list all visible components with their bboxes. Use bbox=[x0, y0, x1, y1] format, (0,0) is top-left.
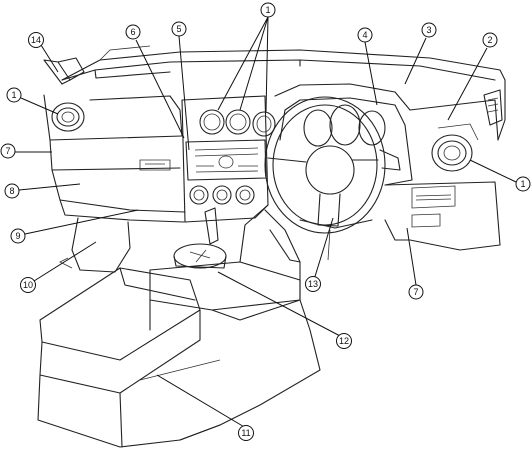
callout-14: 14 bbox=[28, 32, 44, 48]
callout-2: 2 bbox=[482, 32, 498, 48]
callout-4: 4 bbox=[357, 27, 373, 43]
svg-text:2: 2 bbox=[487, 35, 492, 45]
callout-10: 10 bbox=[20, 277, 36, 293]
center-stack bbox=[181, 95, 276, 223]
left-a-pillar bbox=[43, 57, 85, 85]
svg-text:1: 1 bbox=[265, 5, 270, 15]
callout-6: 6 bbox=[125, 24, 141, 40]
callout-3: 3 bbox=[421, 22, 437, 38]
passenger-dash-panel bbox=[43, 94, 186, 223]
steering-column bbox=[299, 149, 401, 261]
callout-1-right: 1 bbox=[515, 176, 531, 192]
svg-text:14: 14 bbox=[31, 35, 41, 45]
driver-dash-panel bbox=[384, 99, 501, 251]
svg-text:1: 1 bbox=[520, 179, 525, 189]
svg-text:4: 4 bbox=[362, 30, 367, 40]
svg-text:6: 6 bbox=[130, 27, 135, 37]
svg-text:5: 5 bbox=[176, 24, 181, 34]
svg-text:7: 7 bbox=[5, 146, 10, 156]
svg-text:11: 11 bbox=[241, 428, 250, 438]
dashboard-top-panel bbox=[61, 45, 506, 141]
callout-9: 9 bbox=[10, 228, 26, 244]
svg-text:7: 7 bbox=[413, 287, 418, 297]
callout-7-right: 7 bbox=[408, 284, 424, 300]
callout-12: 12 bbox=[336, 333, 352, 349]
driver-lower-panel bbox=[269, 219, 411, 263]
callout-5: 5 bbox=[171, 21, 187, 37]
passenger-knee-panel bbox=[59, 217, 131, 273]
steering-wheel bbox=[264, 96, 386, 234]
callout-11: 11 bbox=[238, 425, 254, 441]
gear-shifter bbox=[173, 207, 227, 269]
side-vent bbox=[483, 89, 503, 126]
center-console bbox=[149, 204, 321, 441]
svg-text:3: 3 bbox=[426, 25, 431, 35]
left-air-vent bbox=[51, 102, 85, 132]
callout-8: 8 bbox=[4, 183, 20, 199]
leader-lines bbox=[14, 16, 517, 429]
console-body bbox=[37, 359, 221, 448]
svg-text:1: 1 bbox=[11, 90, 16, 100]
svg-text:9: 9 bbox=[15, 231, 20, 241]
callout-7-left: 7 bbox=[0, 143, 16, 159]
callout-1-top: 1 bbox=[260, 2, 276, 18]
svg-text:10: 10 bbox=[23, 280, 33, 290]
callout-1-left: 1 bbox=[6, 87, 22, 103]
svg-text:13: 13 bbox=[308, 279, 318, 289]
armrest-lid bbox=[39, 267, 201, 394]
callout-13: 13 bbox=[305, 276, 321, 292]
right-air-vent bbox=[431, 123, 479, 172]
svg-text:8: 8 bbox=[9, 186, 14, 196]
svg-text:12: 12 bbox=[339, 336, 349, 346]
